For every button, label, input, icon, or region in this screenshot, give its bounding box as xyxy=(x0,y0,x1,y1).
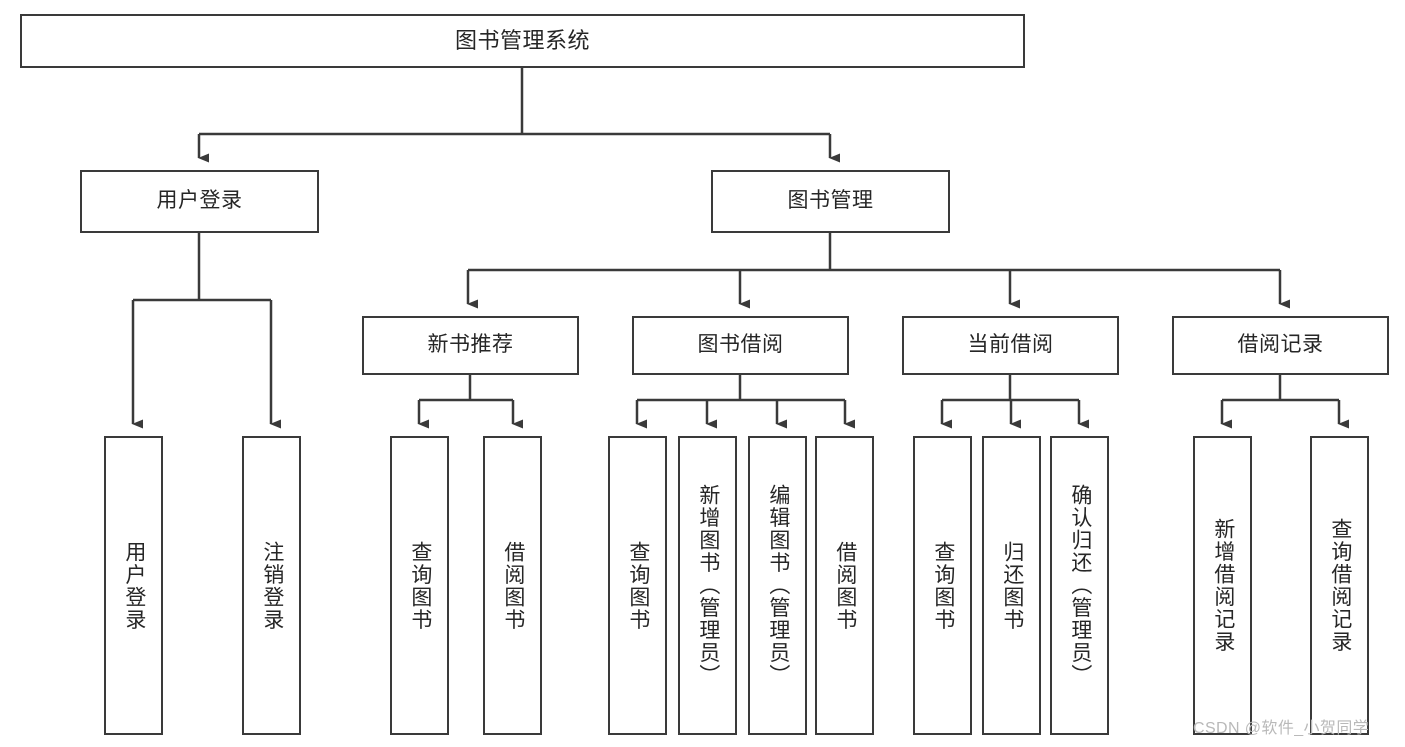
node-label: 图书借阅 xyxy=(697,333,784,357)
node-label: 用户登录 xyxy=(156,189,243,213)
node-label: 注销登录 xyxy=(260,540,284,631)
node-label: 新书推荐 xyxy=(427,333,514,357)
leaf-current-query-book[interactable]: 查询图书 xyxy=(913,436,972,735)
leaf-recommend-borrow-book[interactable]: 借阅图书 xyxy=(483,436,542,735)
leaf-record-query-record[interactable]: 查询借阅记录 xyxy=(1310,436,1369,735)
node-current-borrow[interactable]: 当前借阅 xyxy=(902,316,1119,375)
node-label: 借阅图书 xyxy=(501,540,525,631)
leaf-user-login-login[interactable]: 用户登录 xyxy=(104,436,163,735)
leaf-current-confirm-return[interactable]: 确认归还（管理员） xyxy=(1050,436,1109,735)
leaf-user-login-logout[interactable]: 注销登录 xyxy=(242,436,301,735)
node-label: 查询图书 xyxy=(931,540,955,631)
node-label: 新增借阅记录 xyxy=(1211,518,1235,653)
node-label: 图书管理系统 xyxy=(454,28,590,54)
leaf-borrow-borrow-book[interactable]: 借阅图书 xyxy=(815,436,874,735)
node-label: 图书管理 xyxy=(787,189,874,213)
node-label: 查询借阅记录 xyxy=(1328,518,1352,653)
node-label: 编辑图书（管理员） xyxy=(766,484,790,687)
leaf-current-return-book[interactable]: 归还图书 xyxy=(982,436,1041,735)
leaf-borrow-edit-book[interactable]: 编辑图书（管理员） xyxy=(748,436,807,735)
leaf-recommend-query-book[interactable]: 查询图书 xyxy=(390,436,449,735)
node-label: 借阅记录 xyxy=(1237,333,1324,357)
node-book-management[interactable]: 图书管理 xyxy=(711,170,950,233)
node-label: 确认归还（管理员） xyxy=(1068,484,1092,687)
watermark-text: CSDN @软件_小贺同学 xyxy=(1193,720,1370,737)
node-new-book-recommend[interactable]: 新书推荐 xyxy=(362,316,579,375)
leaf-borrow-query-book[interactable]: 查询图书 xyxy=(608,436,667,735)
node-book-borrow[interactable]: 图书借阅 xyxy=(632,316,849,375)
node-label: 借阅图书 xyxy=(833,540,857,631)
node-label: 当前借阅 xyxy=(967,333,1054,357)
node-user-login[interactable]: 用户登录 xyxy=(80,170,319,233)
node-borrow-record[interactable]: 借阅记录 xyxy=(1172,316,1389,375)
node-label: 用户登录 xyxy=(122,540,146,631)
node-label: 新增图书（管理员） xyxy=(696,484,720,687)
leaf-record-add-record[interactable]: 新增借阅记录 xyxy=(1193,436,1252,735)
node-label: 查询图书 xyxy=(408,540,432,631)
leaf-borrow-add-book[interactable]: 新增图书（管理员） xyxy=(678,436,737,735)
node-label: 归还图书 xyxy=(1000,540,1024,631)
node-label: 查询图书 xyxy=(626,540,650,631)
node-root-system[interactable]: 图书管理系统 xyxy=(20,14,1025,68)
